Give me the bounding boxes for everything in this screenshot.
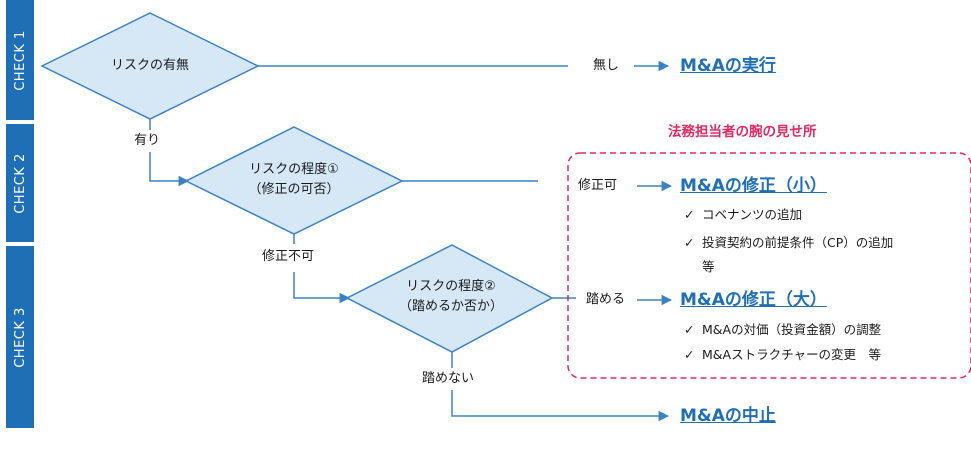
check-item-small-1: ✓コベナンツの追加 <box>684 207 803 222</box>
decision-3-text: リスクの程度② （踏めるか否か） <box>386 277 516 317</box>
decision-2-line2: （修正の可否） <box>248 182 340 197</box>
checkmark-icon: ✓ <box>684 322 695 337</box>
edge-label-fumeru: 踏める <box>586 292 626 307</box>
result-stop: M&Aの中止 <box>680 406 776 426</box>
decision-2-text: リスクの程度① （修正の可否） <box>234 160 354 200</box>
checkmark-icon: ✓ <box>684 235 695 250</box>
check1-tab: CHECK 1 <box>6 0 34 120</box>
connector-d2-d3-b <box>293 272 351 304</box>
check-item-small-tail: 等 <box>702 259 715 274</box>
decision-3-line1: リスクの程度② <box>406 279 496 294</box>
decision-3-line2: （踏めるか否か） <box>398 299 503 314</box>
check3-tab: CHECK 3 <box>6 246 34 428</box>
edge-label-nashi: 無し <box>590 57 623 75</box>
decision-1-label: リスクの有無 <box>110 58 189 73</box>
highlight-title: 法務担当者の腕の見せ所 <box>668 124 817 140</box>
result-execute: M&Aの実行 <box>680 56 776 76</box>
result-modify-small: M&Aの修正（小） <box>680 176 827 196</box>
check-item-small-2: ✓投資契約の前提条件（CP）の追加 <box>684 235 894 250</box>
edge-label-shusei-fuka: 修正不可 <box>262 249 315 264</box>
edge-label-shusei-ka: 修正可 <box>578 178 618 193</box>
connector-d1-d2-b <box>149 152 190 187</box>
connector-d3-stop <box>451 390 670 422</box>
edge-label-fumenai: 踏めない <box>422 371 475 386</box>
highlight-region <box>567 152 971 379</box>
checkmark-icon: ✓ <box>684 347 695 362</box>
checkmark-icon: ✓ <box>684 207 695 222</box>
decision-2-line1: リスクの程度① <box>249 162 339 177</box>
edge-label-ari: 有り <box>134 133 161 148</box>
check-item-large-1: ✓M&Aの対価（投資金額）の調整 <box>684 322 882 337</box>
result-modify-large: M&Aの修正（大） <box>680 290 827 310</box>
check-item-large-2: ✓M&Aストラクチャーの変更 等 <box>684 347 881 362</box>
check2-tab: CHECK 2 <box>6 124 34 242</box>
